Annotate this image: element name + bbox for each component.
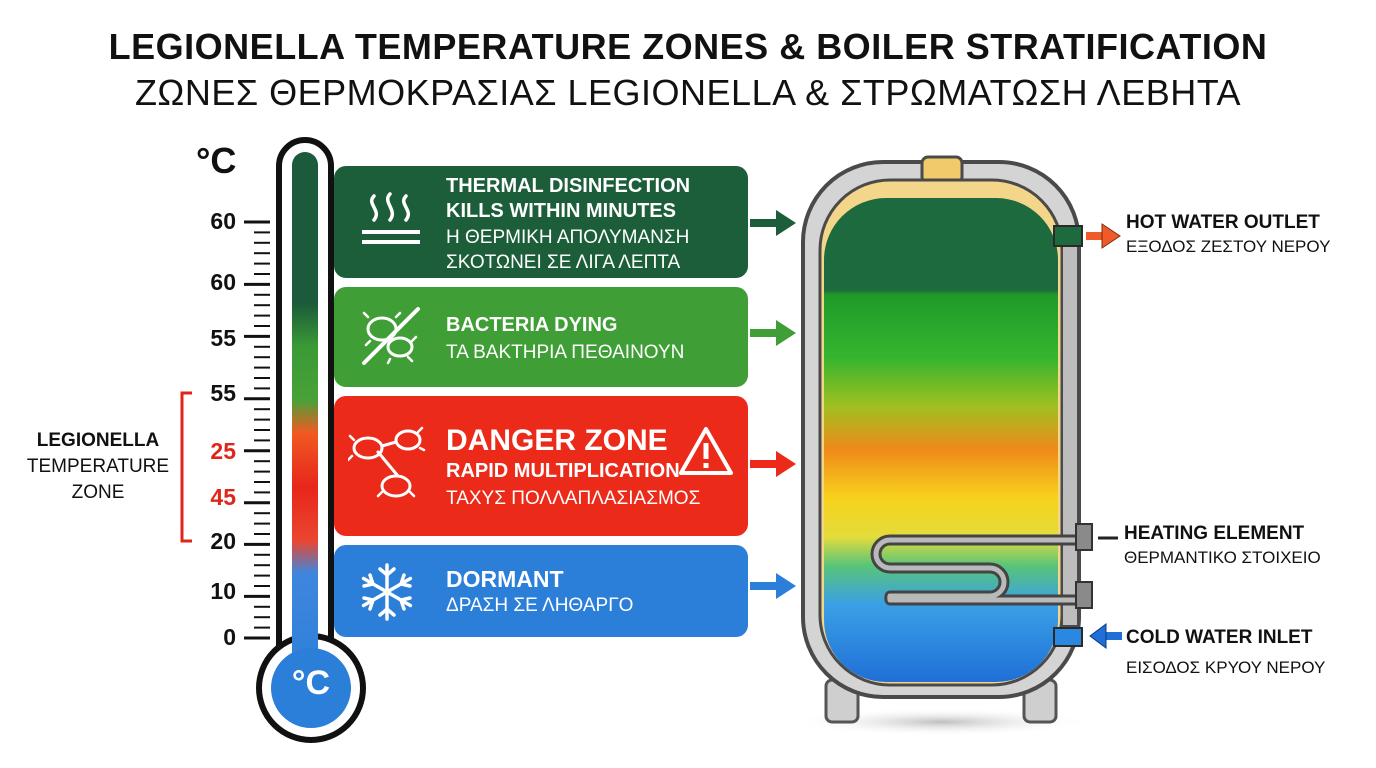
thermometer	[244, 137, 366, 743]
cold-inlet-pipe	[1053, 627, 1083, 647]
cold-inlet-arrow	[1089, 623, 1122, 649]
heating-element-label: HEATING ELEMENT ΘΕΡΜΑΝΤΙΚΟ ΣΤΟΙΧΕΙΟ	[1124, 522, 1321, 570]
tick-label: 60	[210, 208, 236, 234]
label-english: HOT WATER OUTLET	[1126, 212, 1320, 233]
zone-greek-line: ΤΑΧΥΣ ΠΟΛΛΑΠΛΑΣΙΑΣΜΟΣ	[446, 488, 701, 509]
legionella-bracket	[180, 391, 192, 543]
tick-label: 55	[210, 325, 236, 351]
warning-triangle-icon	[679, 427, 733, 475]
zone-bacteria-dying: BACTERIA DYING ΤΑ ΒΑΚΤΗΡΙΑ ΠΕΘΑΙΝΟΥΝ	[334, 287, 748, 387]
zone-dormant: DORMANT ΔΡΑΣΗ ΣΕ ΛΗΘΑΡΓΟ	[334, 545, 748, 637]
hot-water-outlet-label: HOT WATER OUTLET ΕΞΟΔΟΣ ΖΕΣΤΟΥ ΝΕΡΟΥ	[1126, 211, 1330, 259]
zone-greek-line: ΣΚΟΤΩΝΕΙ ΣΕ ΛΙΓΑ ΛΕΠΤΑ	[446, 252, 681, 273]
crossed-bacteria-icon	[362, 307, 420, 365]
tank-side-pipe	[1061, 245, 1079, 627]
tick-label: 45	[210, 484, 236, 510]
thermometer-mercury	[292, 152, 318, 692]
boiler-tank	[792, 155, 1093, 736]
zone-greek-line: ΤΑ ΒΑΚΤΗΡΙΑ ΠΕΘΑΙΝΟΥΝ	[446, 342, 685, 363]
zone-greek-line: Η ΘΕΡΜΙΚΗ ΑΠΟΛΥΜΑΝΣΗ	[446, 227, 690, 248]
arrow-thermal	[750, 210, 796, 236]
label-english: COLD WATER INLET	[1126, 627, 1313, 648]
zone-danger: DANGER ZONE RAPID MULTIPLICATION ΤΑΧΥΣ Π…	[334, 396, 748, 536]
title-english: LEGIONELLA TEMPERATURE ZONES & BOILER ST…	[108, 26, 1268, 67]
multiplying-bacteria-icon	[348, 426, 426, 498]
zone-english-line: RAPID MULTIPLICATION	[446, 460, 680, 482]
cold-water-inlet-label: COLD WATER INLET ΕΙΣΟΔΟΣ ΚΡΥΟΥ ΝΕΡΟΥ	[1126, 626, 1325, 680]
zone-greek-line: ΔΡΑΣΗ ΣΕ ΛΗΘΑΡΓΟ	[446, 595, 634, 616]
snowflake-icon	[361, 563, 413, 621]
tank-water-stratification	[824, 198, 1058, 682]
tick-label: 60	[210, 269, 236, 295]
legionella-label-line: ZONE	[71, 482, 125, 503]
heat-waves-icon	[362, 192, 420, 244]
label-english: HEATING ELEMENT	[1124, 523, 1305, 544]
zone-english-line: DORMANT	[446, 566, 564, 592]
zone-english-line: KILLS WITHIN MINUTES	[446, 200, 676, 222]
thermometer-unit-top: °C	[196, 140, 237, 181]
heating-element-coil	[870, 523, 1093, 609]
title-greek: ΖΩΝΕΣ ΘΕΡΜΟΚΡΑΣΙΑΣ LEGIONELLA & ΣΤΡΩΜΑΤΩ…	[134, 72, 1242, 113]
thermometer-unit-bulb: °C	[291, 664, 331, 702]
legionella-zone-label: LEGIONELLA TEMPERATURE ZONE	[18, 428, 178, 506]
legionella-label-line: LEGIONELLA	[36, 430, 160, 451]
hot-outlet-pipe	[1053, 225, 1083, 247]
tick-label: 0	[223, 624, 236, 650]
label-greek: ΕΙΣΟΔΟΣ ΚΡΥΟΥ ΝΕΡΟΥ	[1126, 658, 1326, 677]
zone-english-line: BACTERIA DYING	[446, 314, 618, 336]
legionella-label-line: TEMPERATURE	[26, 456, 170, 477]
zone-english-line: DANGER ZONE	[446, 424, 668, 457]
tick-label: 10	[210, 578, 236, 604]
label-greek: ΘΕΡΜΑΝΤΙΚΟ ΣΤΟΙΧΕΙΟ	[1124, 548, 1321, 567]
thermometer-bulb	[271, 648, 351, 728]
zone-english-line: THERMAL DISINFECTION	[446, 175, 691, 197]
hot-outlet-arrow	[1086, 223, 1121, 249]
thermometer-ticks	[244, 220, 270, 640]
zone-thermal-disinfection: THERMAL DISINFECTION KILLS WITHIN MINUTE…	[334, 166, 748, 278]
tick-label: 20	[210, 528, 236, 554]
arrow-dying	[750, 320, 796, 346]
label-greek: ΕΞΟΔΟΣ ΖΕΣΤΟΥ ΝΕΡΟΥ	[1126, 237, 1331, 256]
arrow-dormant	[750, 573, 796, 599]
tick-label: 55	[210, 380, 236, 406]
arrow-danger	[750, 451, 796, 477]
tank-shadow	[792, 708, 1092, 736]
zone-arrows	[750, 210, 796, 599]
tick-label: 25	[210, 438, 236, 464]
